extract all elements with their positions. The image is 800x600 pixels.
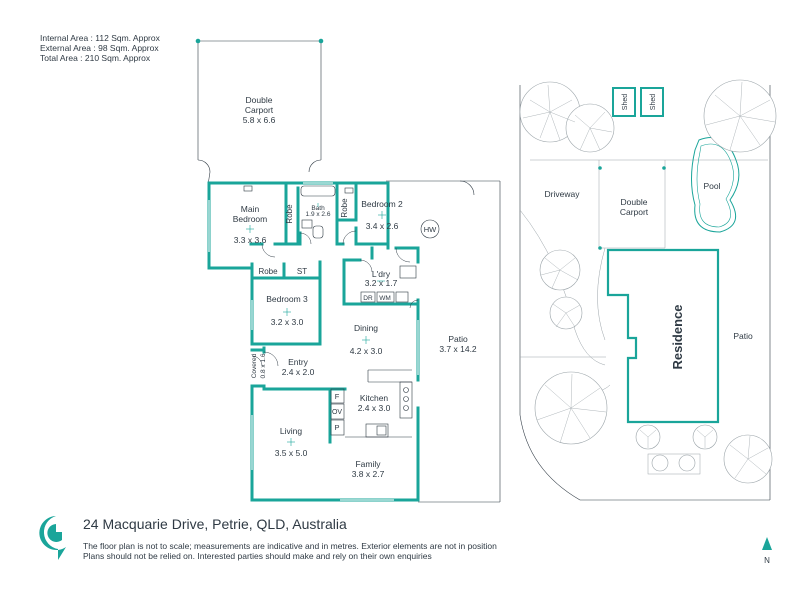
property-address-title: 24 Macquarie Drive, Petrie, QLD, Austral… [83,516,347,532]
site-carport-label-2: Carport [620,207,649,217]
patio-name: Patio [448,334,468,344]
internal-area-text: Internal Area : 112 Sqm. Approx [40,33,160,43]
storage-label: ST [297,267,307,276]
robe-1-label: Robe [285,204,294,224]
carport-dimensions: 5.8 x 6.6 [243,115,276,125]
tree-branches [522,81,776,479]
residence-footprint [606,248,720,424]
washer-label: WM [379,295,391,302]
site-carport-label: Double [621,197,648,207]
hot-water-circle [420,219,440,239]
pool-shape [691,137,740,233]
fridge-label: F [335,392,340,401]
entry-name: Entry [288,357,309,367]
site-patio-label: Patio [733,331,753,341]
carport-post [318,38,324,44]
main-bedroom-name: Main [241,204,260,214]
door-swings [251,230,419,367]
main-bedroom-name2: Bedroom [233,214,268,224]
dining-dimensions: 4.2 x 3.0 [350,346,383,356]
robe-3-label: Robe [258,267,278,276]
robe-2-label: Robe [340,198,349,218]
carport-name: Double [246,95,273,105]
laundry-name: L'dry [372,269,391,279]
room-centre-marks [246,203,386,446]
bedroom-3-dimensions: 3.2 x 3.0 [271,317,304,327]
family-dimensions: 3.8 x 2.7 [352,469,385,479]
room-labels: Double Carport 5.8 x 6.6 Main Bedroom 3.… [233,95,477,479]
window-lines [207,181,420,502]
entry-dimensions: 2.4 x 2.0 [282,367,315,377]
covered-dimensions: 0.8 x 1.6 [260,353,267,378]
oven-label: OV [332,409,342,416]
bedroom-2-dimensions: 3.4 x 2.6 [366,221,399,231]
shed-2-label: Shed [650,94,657,110]
total-area-text: Total Area : 210 Sqm. Approx [40,53,151,63]
living-dimensions: 3.5 x 5.0 [275,448,308,458]
shed-1-label: Shed [622,94,629,110]
covered-label: Covered [251,353,258,378]
living-name: Living [280,426,302,436]
family-name: Family [355,459,381,469]
carport-name2: Carport [245,105,274,115]
residence-label: Residence [670,304,685,369]
site-boundary [519,85,771,501]
kitchen-dimensions: 2.4 x 3.0 [358,403,391,413]
carport-post [195,38,201,44]
site-plan: Shed Shed Driveway Double Carport Pool R… [519,79,777,501]
north-label: N [764,556,770,565]
disclaimer-line-1: The floor plan is not to scale; measurem… [83,541,497,551]
hot-water-label: HW [424,225,437,234]
shed-2 [640,87,664,117]
bedroom-2-name: Bedroom 2 [361,199,403,209]
shed-1 [612,87,636,117]
kitchen-fittings [330,369,413,438]
company-logo [39,516,77,560]
driveway-label: Driveway [545,189,581,199]
dining-name: Dining [354,323,378,333]
pool-label: Pool [703,181,720,191]
patio-outline [386,180,501,503]
site-labels: Shed Shed Driveway Double Carport Pool R… [545,94,753,370]
wet-area-fittings [243,185,440,303]
bedroom-3-name: Bedroom 3 [266,294,308,304]
bath-dimensions: 1.9 x 2.6 [306,211,331,218]
kitchen-name: Kitchen [360,393,389,403]
pantry-label: P [334,423,339,432]
carport-outline [197,40,322,186]
north-arrow: N [762,537,772,565]
dryer-label: DR [363,295,373,302]
patio-dimensions: 3.7 x 14.2 [439,344,477,354]
disclaimer-line-2: Plans should not be relied on. Intereste… [83,551,432,561]
main-bedroom-dimensions: 3.3 x 3.6 [234,235,267,245]
bath-name: Bath [311,205,325,212]
external-area-text: External Area : 98 Sqm. Approx [40,43,159,53]
house-floor-plan: Double Carport 5.8 x 6.6 Main Bedroom 3.… [195,38,501,503]
windows [208,182,419,501]
laundry-dimensions: 3.2 x 1.7 [365,278,398,288]
